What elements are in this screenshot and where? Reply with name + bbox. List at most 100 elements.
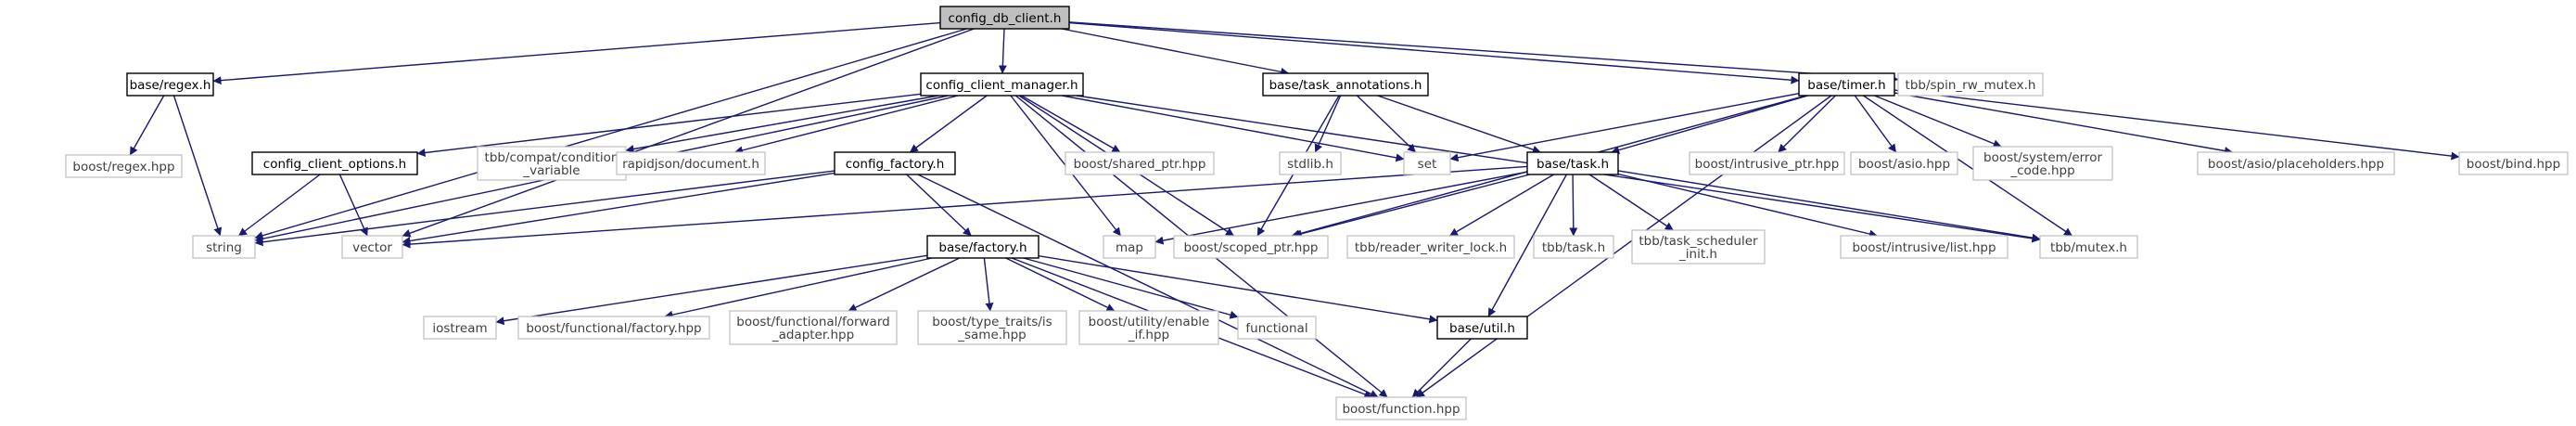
edge-base_timer-to-boost_function [1416, 95, 1832, 398]
node-base-task-annotations[interactable]: base/task_annotations.h [1262, 72, 1429, 97]
node-label: _init.h [1678, 247, 1717, 262]
node-boost-functional-forward-adapter: boost/functional/forward_adapter.hpp [729, 310, 898, 345]
edge-config_db_client-to-string [254, 28, 967, 240]
edge-base_task-to-tbb_task_scheduler_init [1588, 174, 1674, 231]
node-box [1850, 151, 1958, 175]
edge-base_task-to-vector [402, 165, 1528, 249]
edge-config_client_manager-to-tbb_compat_cv [625, 95, 939, 153]
node-label: base/task_annotations.h [1269, 78, 1422, 93]
node-box [1237, 316, 1317, 340]
node-box [616, 151, 766, 175]
node-tbb-task: tbb/task.h [1533, 235, 1614, 259]
edge-config_client_manager-to-config_client_options [416, 93, 922, 157]
node-box [920, 72, 1084, 97]
node-label: tbb/task_scheduler [1639, 234, 1758, 249]
edge-config_client_manager-to-set [1062, 95, 1405, 162]
node-box [926, 235, 1039, 259]
node-boost-functional-factory: boost/functional/factory.hpp [517, 316, 710, 340]
node-label: tbb/task.h [1542, 240, 1605, 255]
node-box [1078, 310, 1219, 345]
node-boost-regex: boost/regex.hpp [65, 154, 183, 178]
node-label: _variable [522, 163, 580, 178]
node-box [1173, 235, 1329, 259]
node-box [729, 310, 898, 345]
edge-base_factory-to-boost_utility_enable_if [1005, 257, 1116, 312]
node-box [1103, 235, 1156, 259]
node-label: vector [352, 240, 392, 255]
node-label: config_db_client.h [949, 11, 1062, 26]
node-config-db-client[interactable]: config_db_client.h [939, 6, 1070, 30]
edge-config_db_client-to-vector [402, 28, 975, 238]
edge-base_factory-to-boost_functional_forward_adapter [848, 257, 961, 312]
edge-base_regex-to-string [172, 95, 223, 237]
node-base-timer[interactable]: base/timer.h [1798, 72, 1895, 97]
node-base-task[interactable]: base/task.h [1526, 151, 1619, 175]
node-string: string [192, 235, 256, 259]
edge-config_factory-to-base_factory [906, 174, 972, 237]
node-label: config_factory.h [846, 157, 945, 172]
node-boost-function: boost/function.hpp [1335, 396, 1467, 420]
node-tbb-compat-cv: tbb/compat/condition_variable [477, 146, 627, 181]
edge-base_task_annotations-to-stdlib [1314, 95, 1342, 153]
node-box [2197, 151, 2395, 175]
edge-base_task-to-tbb_task [1569, 174, 1578, 237]
node-label: boost/asio.hpp [1858, 157, 1950, 172]
node-box [834, 151, 956, 175]
edge-config_client_manager-to-boost_shared_ptr [1021, 95, 1121, 153]
node-vector: vector [341, 235, 403, 259]
node-base-regex[interactable]: base/regex.h [126, 72, 214, 97]
node-label: base/task.h [1537, 157, 1609, 172]
edge-config_client_manager-to-rapidjson_document [733, 95, 959, 155]
node-box [251, 151, 418, 175]
edge-base_util-to-boost_function [1411, 338, 1472, 398]
node-box [2039, 235, 2138, 259]
node-label: boost/bind.hpp [2467, 157, 2560, 172]
node-box [939, 6, 1070, 30]
node-tbb-task-scheduler-init: tbb/task_scheduler_init.h [1631, 229, 1766, 265]
node-box [1689, 151, 1845, 175]
node-label: tbb/compat/condition [485, 150, 619, 165]
node-box [1403, 151, 1451, 175]
node-set: set [1403, 151, 1451, 175]
node-config-client-options[interactable]: config_client_options.h [251, 151, 418, 175]
edge-config_factory-to-boost_function [917, 174, 1379, 398]
node-box [2458, 151, 2569, 175]
edge-config_db_client-to-base_regex [212, 21, 941, 85]
edge-config_db_client-to-tbb_spin_rw_mutex [1068, 21, 1899, 84]
node-boost-bind: boost/bind.hpp [2458, 151, 2569, 175]
node-label: stdlib.h [1287, 157, 1333, 172]
edge-base_task-to-map [1154, 171, 1528, 245]
edge-base_task-to-boost_scoped_ptr [1293, 174, 1530, 239]
edge-config_db_client-to-config_client_manager [998, 28, 1007, 74]
node-label: boost/asio/placeholders.hpp [2208, 157, 2384, 172]
node-base-util[interactable]: base/util.h [1436, 316, 1528, 340]
node-box [1798, 72, 1895, 97]
node-functional: functional [1237, 316, 1317, 340]
node-box [1631, 229, 1766, 265]
node-tbb-spin-rw-mutex: tbb/spin_rw_mutex.h [1897, 72, 2044, 97]
node-config-client-manager[interactable]: config_client_manager.h [920, 72, 1084, 97]
edge-base_factory-to-base_util [1038, 255, 1438, 324]
node-boost-intrusive-list: boost/intrusive/list.hpp [1840, 235, 2009, 259]
edge-config_client_options-to-string [237, 174, 321, 237]
edge-base_task_annotations-to-set [1356, 95, 1417, 153]
node-config-factory[interactable]: config_factory.h [834, 151, 956, 175]
edge-base_timer-to-boost_intrusive_ptr [1778, 95, 1836, 153]
node-iostream: iostream [423, 316, 497, 340]
node-label: boost/system/error [1983, 150, 2102, 165]
node-boost-type-traits-is-same: boost/type_traits/is_same.hpp [917, 310, 1067, 345]
node-box [192, 235, 256, 259]
node-base-factory[interactable]: base/factory.h [926, 235, 1039, 259]
node-label: iostream [432, 321, 487, 336]
node-boost-asio-placeholders: boost/asio/placeholders.hpp [2197, 151, 2395, 175]
edge-base_task-to-base_util [1487, 174, 1568, 317]
node-label: string [206, 240, 242, 255]
node-label: base/regex.h [130, 78, 211, 93]
node-label: boost/type_traits/is [932, 315, 1052, 329]
node-label: _same.hpp [957, 328, 1027, 342]
node-box [1279, 151, 1342, 175]
node-box [1346, 235, 1515, 259]
node-label: tbb/spin_rw_mutex.h [1906, 78, 2036, 93]
edge-base_factory-to-functional [1023, 257, 1239, 319]
node-box [341, 235, 403, 259]
